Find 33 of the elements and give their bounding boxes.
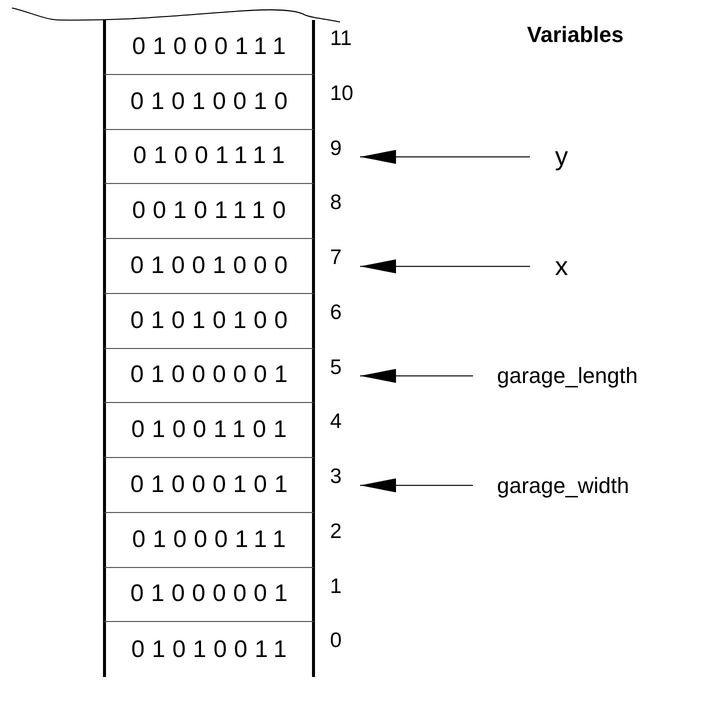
memory-cell: 01010010 bbox=[103, 74, 315, 130]
heading: Variables bbox=[527, 24, 624, 46]
address-number: 3 bbox=[330, 466, 342, 487]
memory-cell: 01010100 bbox=[103, 294, 315, 348]
address-number: 4 bbox=[330, 411, 342, 432]
variable-name: garage_width bbox=[497, 472, 630, 500]
address-number: 11 bbox=[330, 28, 352, 49]
memory-cell: 01000111 bbox=[103, 512, 315, 568]
arrow bbox=[360, 259, 530, 274]
address-number: 2 bbox=[330, 520, 342, 542]
address-number: 7 bbox=[330, 247, 342, 268]
address-number: 1 bbox=[330, 576, 342, 596]
arrow bbox=[360, 478, 474, 492]
memory-cell: 01000101 bbox=[103, 458, 315, 513]
memory-cell: 01000111 bbox=[103, 20, 315, 75]
address-number: 10 bbox=[330, 82, 354, 104]
memory-cell: 01001101 bbox=[103, 403, 315, 458]
arrow bbox=[360, 150, 530, 164]
variable-name: garage_length bbox=[497, 362, 638, 390]
memory-cell: 00101110 bbox=[103, 184, 315, 239]
memory-cell: 01010011 bbox=[103, 622, 315, 677]
arrow bbox=[360, 368, 474, 383]
memory-cell: 01000001 bbox=[103, 348, 315, 404]
memory-cell: 01001000 bbox=[103, 239, 315, 294]
address-number: 6 bbox=[330, 302, 342, 323]
variable-name: x bbox=[555, 250, 568, 283]
memory-cell: 01001111 bbox=[103, 130, 315, 184]
address-number: 8 bbox=[330, 192, 342, 214]
address-number: 0 bbox=[330, 630, 342, 652]
variable-name: y bbox=[555, 140, 568, 174]
address-number: 9 bbox=[330, 138, 342, 158]
memory-cell: 01000001 bbox=[103, 568, 315, 622]
address-number: 5 bbox=[330, 356, 342, 378]
